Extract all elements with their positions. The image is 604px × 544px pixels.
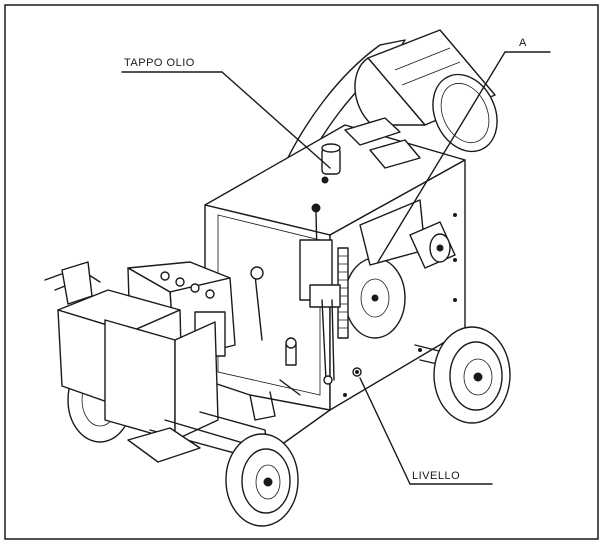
foot-pedal-box (44, 261, 219, 441)
figure-frame (4, 4, 599, 540)
oil-cap (321, 117, 421, 184)
label-level: LIVELLO (412, 470, 460, 482)
front-right-wheel (433, 326, 511, 424)
part-a-bracket (359, 199, 456, 269)
level-indicator (352, 367, 362, 377)
electric-motor (354, 29, 498, 153)
control-lever (299, 203, 341, 385)
flywheel-disc (344, 257, 406, 339)
label-part-a: A (519, 37, 527, 49)
label-oil-cap: TAPPO OLIO (124, 57, 195, 69)
leader-lines (121, 51, 551, 485)
front-left-wheel (225, 433, 299, 527)
